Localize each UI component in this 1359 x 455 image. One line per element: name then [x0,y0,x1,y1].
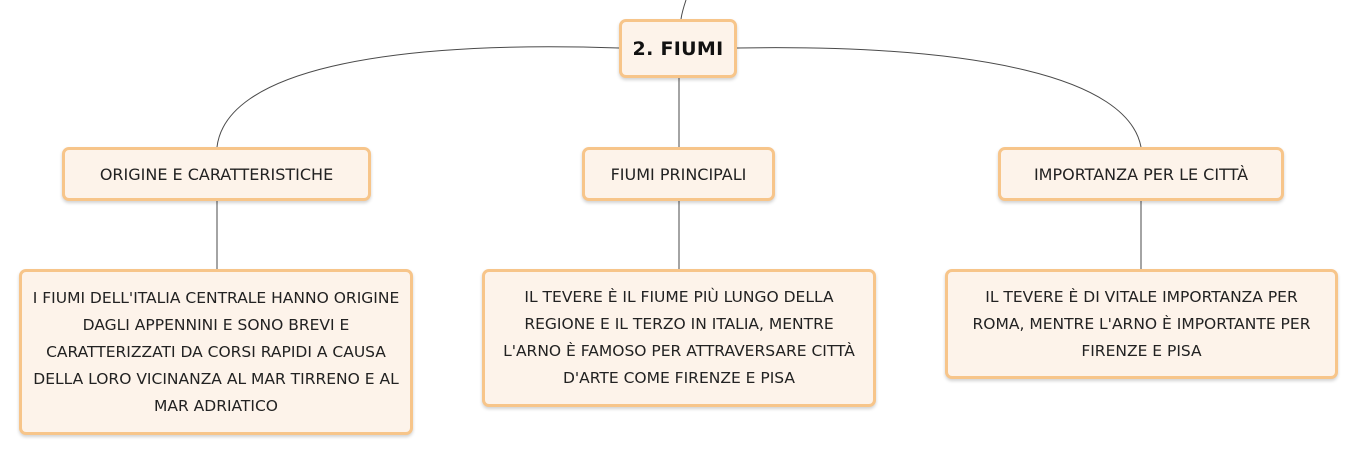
detail-node-fiumi-principali[interactable]: IL TEVERE È IL FIUME PIÙ LUNGO DELLA REG… [482,269,876,407]
root-topic-label: 2. FIUMI [632,37,724,60]
topic-node-origine[interactable]: ORIGINE E CARATTERISTICHE [62,147,371,201]
topic-node-importanza[interactable]: IMPORTANZA PER LE CITTÀ [998,147,1284,201]
topic-node-fiumi-principali[interactable]: FIUMI PRINCIPALI [582,147,775,201]
detail-text-fiumi-principali: IL TEVERE È IL FIUME PIÙ LUNGO DELLA REG… [503,288,855,387]
detail-text-importanza: IL TEVERE È DI VITALE IMPORTANZA PER ROM… [972,287,1311,360]
connector-root-to-origine [216,46,620,148]
detail-node-origine[interactable]: I FIUMI DELL'ITALIA CENTRALE HANNO ORIGI… [19,269,413,435]
topic-label-fiumi-principali: FIUMI PRINCIPALI [610,164,747,184]
topic-label-importanza: IMPORTANZA PER LE CITTÀ [1033,164,1249,184]
root-topic-node[interactable]: 2. FIUMI [619,19,737,78]
detail-text-origine: I FIUMI DELL'ITALIA CENTRALE HANNO ORIGI… [32,288,400,415]
detail-node-importanza[interactable]: IL TEVERE È DI VITALE IMPORTANZA PER ROM… [945,269,1338,379]
connector-root-to-importanza [736,47,1142,148]
topic-label-origine: ORIGINE E CARATTERISTICHE [99,164,334,184]
connector-incoming [680,0,687,20]
